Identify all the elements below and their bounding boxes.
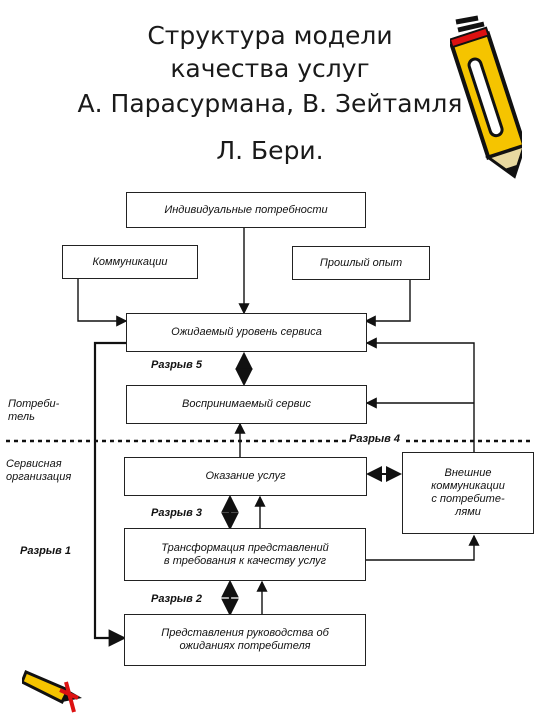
box-management-perception-line-2: ожиданиях потребителя — [179, 640, 311, 652]
box-transformation-line-2: в требования к качеству услуг — [163, 554, 327, 567]
label-service-organization-line-1: Сервисная — [6, 458, 62, 470]
box-management-perception-line-1: Представления руководства об — [161, 627, 329, 639]
box-communications-text: Коммуникации — [92, 255, 168, 268]
box-transformation: Трансформация представлений в требования… — [124, 528, 366, 581]
label-service-organization-line-2: организация — [6, 471, 72, 483]
slide-title-line-3: А. Парасурмана, В. Зейтамля — [77, 89, 463, 118]
box-management-perception: Представления руководства об ожиданиях п… — [124, 614, 366, 666]
box-communications: Коммуникации — [62, 245, 198, 279]
box-external-communications-line-2: коммуникации — [431, 480, 505, 492]
box-past-experience-text: Прошлый опыт — [319, 256, 403, 269]
arrow-past-to-expected — [364, 280, 411, 327]
box-perceived-service-text: Воспринимаемый сервис — [182, 398, 311, 410]
box-service-delivery-text: Оказание услуг — [205, 470, 286, 482]
label-gap-4: Разрыв 4 — [346, 433, 403, 446]
box-expected-service-text: Ожидаемый уровень сервиса — [171, 326, 322, 338]
label-consumer-line-1: Потреби- — [8, 398, 60, 410]
box-past-experience: Прошлый опыт — [292, 246, 430, 280]
arrow-gap-1 — [93, 341, 127, 647]
box-expected-service: Ожидаемый уровень сервиса — [126, 313, 367, 352]
slide-title-line-4: Л. Бери. — [216, 136, 324, 165]
box-individual-needs: Индивидуальные потребности — [126, 192, 366, 228]
pencil-icon — [22, 670, 82, 713]
box-external-communications-line-3: с потребите- — [431, 493, 505, 505]
label-gap-5: Разрыв 5 — [151, 359, 202, 371]
box-individual-needs-text: Индивидуальные потребности — [164, 203, 328, 216]
box-service-delivery: Оказание услуг — [124, 457, 367, 496]
box-external-communications-line-1: Внешние — [444, 467, 492, 479]
slide-title-line-1: Структура модели — [147, 21, 393, 50]
label-gap-3: Разрыв 3 — [151, 507, 202, 519]
box-external-communications-line-4: лями — [455, 506, 481, 518]
label-gap-1: Разрыв 1 — [20, 545, 71, 557]
label-gap-2: Разрыв 2 — [151, 593, 202, 605]
arrow-transformation-to-external — [366, 534, 480, 561]
label-service-organization: Сервисная организация — [6, 458, 71, 484]
box-perceived-service: Воспринимаемый сервис — [126, 385, 367, 424]
box-external-communications: Внешние коммуникации с потребите- лями — [402, 452, 534, 534]
arrow-communications-to-expected — [77, 279, 128, 327]
slide-title-line-2: качества услуг — [170, 54, 370, 83]
arrow-external-to-expected — [365, 337, 475, 452]
box-transformation-line-1: Трансформация представлений — [161, 541, 329, 554]
label-consumer-line-2: тель — [8, 411, 35, 423]
pencil-icon — [450, 15, 522, 179]
label-consumer: Потреби- тель — [8, 398, 59, 424]
